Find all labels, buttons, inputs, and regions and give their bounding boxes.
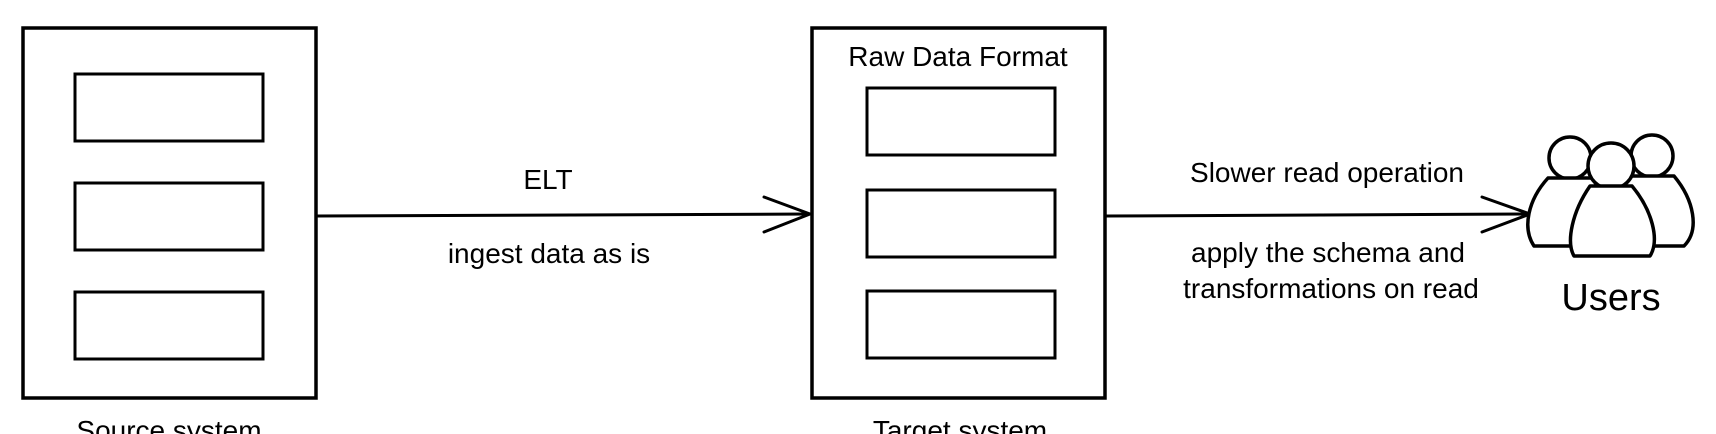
source-system-caption: Source system (76, 415, 261, 434)
elt-sublabel: ingest data as is (448, 238, 650, 269)
read-arrow-line (1103, 212, 1532, 218)
elt-arrow-line (314, 212, 812, 218)
elt-arrowhead (762, 195, 812, 234)
source-record-2 (73, 181, 265, 252)
target-system-caption: Target system (873, 415, 1047, 434)
target-record-3 (865, 289, 1057, 360)
target-record-2 (865, 188, 1057, 259)
users: Users (1526, 133, 1695, 319)
read-arrow: Slower read operation apply the schema a… (1103, 157, 1532, 304)
target-record-1 (865, 86, 1057, 157)
elt-label: ELT (523, 164, 572, 195)
read-sublabel-line2: transformations on read (1183, 273, 1479, 304)
target-header: Raw Data Format (848, 41, 1068, 72)
source-record-1 (73, 72, 265, 143)
elt-arrow: ELT ingest data as is (314, 164, 812, 269)
target-system: Raw Data Format Target system (810, 26, 1107, 434)
read-label: Slower read operation (1190, 157, 1464, 188)
users-icon (1526, 133, 1695, 258)
source-record-3 (73, 290, 265, 361)
read-sublabel-line1: apply the schema and (1191, 237, 1465, 268)
users-label: Users (1561, 277, 1660, 319)
source-system: Source system (21, 26, 318, 434)
